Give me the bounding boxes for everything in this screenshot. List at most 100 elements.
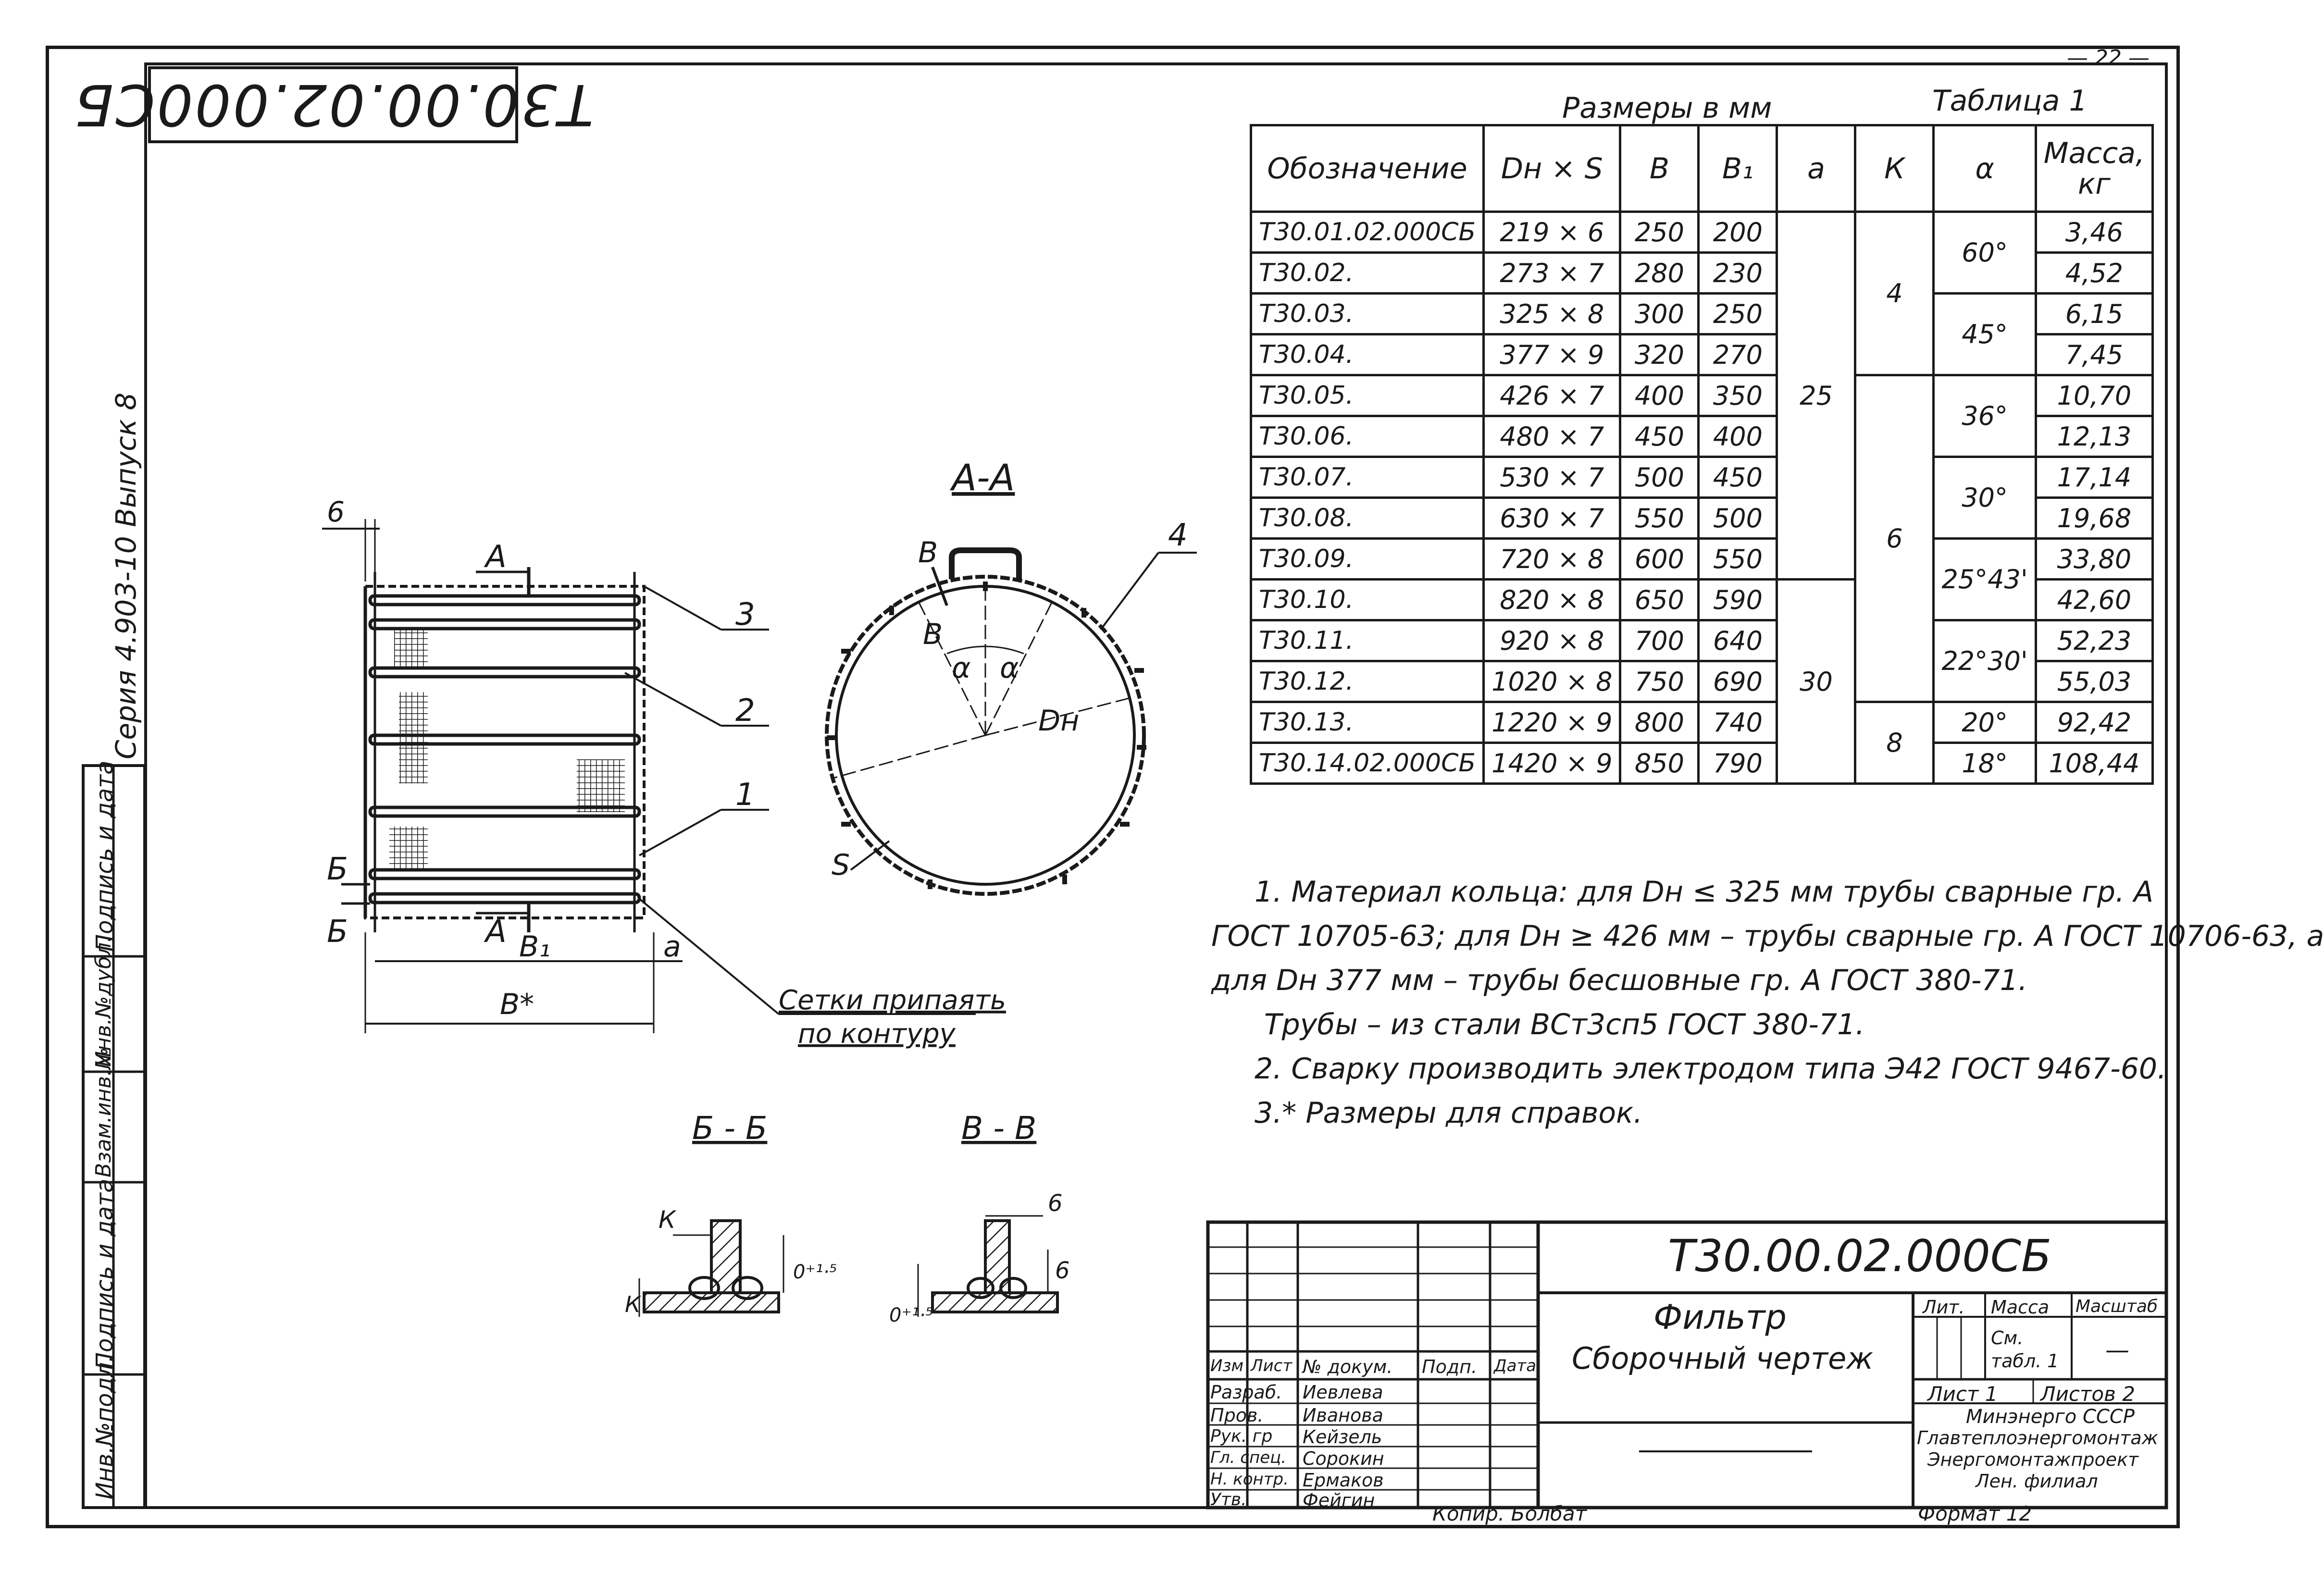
cell-b: 600 xyxy=(1619,537,1700,581)
cell-dn-s: 1020 × 8 xyxy=(1482,660,1622,703)
dim-6-label: 6 xyxy=(327,495,345,528)
cell-designation: Т30.01.02.000СБ xyxy=(1249,210,1485,254)
title-doc-code: Т30.00.02.000СБ xyxy=(1668,1230,2052,1282)
side-label-5: Инв.№подл. xyxy=(91,1355,118,1499)
cell-mass: 52,23 xyxy=(2034,619,2154,662)
dim-tol-bb: 0⁺¹·⁵ xyxy=(793,1261,837,1283)
col-date: Дата xyxy=(1494,1356,1537,1375)
cell-designation: Т30.05. xyxy=(1249,374,1485,417)
dimensions-table: Обозначение Dн × S В В₁ а К α Масса, кг … xyxy=(1249,124,2154,785)
cell-b1: 590 xyxy=(1697,578,1778,621)
col-izm: Изм xyxy=(1210,1356,1244,1375)
paper-format: Формат 12 xyxy=(1918,1502,2032,1525)
cell-b: 850 xyxy=(1619,742,1700,785)
mesh-note-1: Сетки припаять xyxy=(779,985,1006,1016)
table-caption-right: Таблица 1 xyxy=(1932,84,2088,118)
cell-dn-s: 219 × 6 xyxy=(1482,210,1622,254)
upside-down-stamp: Т30.00.02.000СБ xyxy=(73,66,594,143)
mass-label: Масса xyxy=(1991,1297,2050,1318)
section-a-top: А xyxy=(484,539,507,575)
cell-mass: 3,46 xyxy=(2034,210,2154,254)
cell-designation: Т30.09. xyxy=(1249,537,1485,581)
title-subtitle: Сборочный чертеж xyxy=(1572,1341,1874,1376)
cell-mass: 55,03 xyxy=(2034,660,2154,703)
table-row: Т30.01.02.000СБ 219 × 6 250 200 25 4 60°… xyxy=(1249,210,2154,581)
note-line-4: Трубы – из стали ВСт3сп5 ГОСТ 380-71. xyxy=(1264,1008,1865,1041)
cell-designation: Т30.10. xyxy=(1249,578,1485,621)
role-group-lead: Рук. гр xyxy=(1210,1426,1273,1446)
cell-alpha: 45° xyxy=(1932,292,2037,376)
cell-mass: 108,44 xyxy=(2034,742,2154,785)
cell-b: 320 xyxy=(1619,333,1700,376)
callout-3: 3 xyxy=(735,597,755,632)
name-checker: Иванова xyxy=(1303,1405,1383,1426)
cell-designation: Т30.02. xyxy=(1249,251,1485,295)
cell-mass: 92,42 xyxy=(2034,701,2154,744)
cell-b1: 230 xyxy=(1697,251,1778,295)
dim-k-side: К xyxy=(625,1291,642,1317)
cell-designation: Т30.07. xyxy=(1249,456,1485,499)
cell-dn-s: 920 × 8 xyxy=(1482,619,1622,662)
note-line-1: 1. Материал кольца: для Dн ≤ 325 мм труб… xyxy=(1255,875,2154,909)
title-name: Фильтр xyxy=(1653,1298,1787,1337)
dn-label: Dн xyxy=(1038,704,1079,738)
cell-b: 500 xyxy=(1619,456,1700,499)
org-ministry: Минэнерго СССР xyxy=(1966,1406,2135,1428)
name-developer: Иевлева xyxy=(1303,1382,1383,1403)
cell-mass: 7,45 xyxy=(2034,333,2154,376)
cell-b1: 250 xyxy=(1697,292,1778,335)
cell-b1: 350 xyxy=(1697,374,1778,417)
table-row: Т30.12. 1020 × 8 750 690 55,03 xyxy=(1249,660,2154,703)
cell-b: 280 xyxy=(1619,251,1700,295)
table-row: Т30.14.02.000СБ 1420 × 9 850 790 18° 108… xyxy=(1249,742,2154,785)
cell-k: 4 xyxy=(1854,210,1935,376)
name-approver: Фейгин xyxy=(1303,1490,1375,1511)
table-row: Т30.07. 530 × 7 500 450 30° 17,14 xyxy=(1249,456,2154,540)
cell-dn-s: 530 × 7 xyxy=(1482,456,1622,499)
table-row: Т30.09. 720 × 8 600 550 25°43' 33,80 xyxy=(1249,537,2154,621)
cell-b: 700 xyxy=(1619,619,1700,662)
section-aa-drawing: А-А α α Dн S В В 4 xyxy=(825,456,1197,896)
org-branch: Лен. филиал xyxy=(1976,1471,2098,1492)
alpha-right: α xyxy=(1000,651,1019,685)
cell-designation: Т30.11. xyxy=(1249,619,1485,662)
col-doc: № докум. xyxy=(1303,1356,1393,1377)
cell-alpha: 60° xyxy=(1932,210,2037,295)
cell-mass: 17,14 xyxy=(2034,456,2154,499)
cell-b: 750 xyxy=(1619,660,1700,703)
section-vv-title: В - В xyxy=(961,1110,1036,1147)
table-row: Т30.03. 325 × 8 300 250 45° 6,15 xyxy=(1249,292,2154,376)
cell-b1: 640 xyxy=(1697,619,1778,662)
table-row: Т30.10. 820 × 8 650 590 30 42,60 xyxy=(1249,578,2154,785)
lit-label: Лит. xyxy=(1923,1297,1965,1318)
cell-dn-s: 480 × 7 xyxy=(1482,415,1622,458)
cell-mass: 19,68 xyxy=(2034,496,2154,540)
section-b-upper: Б xyxy=(327,852,348,887)
cell-b1: 270 xyxy=(1697,333,1778,376)
cell-b: 650 xyxy=(1619,578,1700,621)
name-chief-spec: Сорокин xyxy=(1303,1448,1384,1469)
table-row: Т30.06. 480 × 7 450 400 12,13 xyxy=(1249,415,2154,458)
callout-1: 1 xyxy=(735,777,755,813)
cell-a: 30 xyxy=(1776,578,1857,785)
cell-mass: 12,13 xyxy=(2034,415,2154,458)
cell-designation: Т30.13. xyxy=(1249,701,1485,744)
cell-b1: 200 xyxy=(1697,210,1778,254)
header-a: а xyxy=(1776,124,1857,213)
cell-b1: 450 xyxy=(1697,456,1778,499)
cell-b: 300 xyxy=(1619,292,1700,335)
cell-b: 550 xyxy=(1619,496,1700,540)
cell-b1: 500 xyxy=(1697,496,1778,540)
cell-b1: 400 xyxy=(1697,415,1778,458)
side-label-3: Взам.инв.№ xyxy=(91,1047,116,1177)
table-row: Т30.13. 1220 × 9 800 740 8 20° 92,42 xyxy=(1249,701,2154,785)
section-bb-title: Б - Б xyxy=(692,1110,767,1147)
cell-b: 800 xyxy=(1619,701,1700,744)
table-caption-center: Размеры в мм xyxy=(1562,91,1772,125)
cell-b1: 550 xyxy=(1697,537,1778,581)
header-mass: Масса, кг xyxy=(2034,124,2154,213)
note-line-6: 3.* Размеры для справок. xyxy=(1255,1096,1643,1130)
side-label-4: Подпись и дата xyxy=(91,1178,118,1370)
header-b: В xyxy=(1619,124,1700,213)
cell-dn-s: 1420 × 9 xyxy=(1482,742,1622,785)
